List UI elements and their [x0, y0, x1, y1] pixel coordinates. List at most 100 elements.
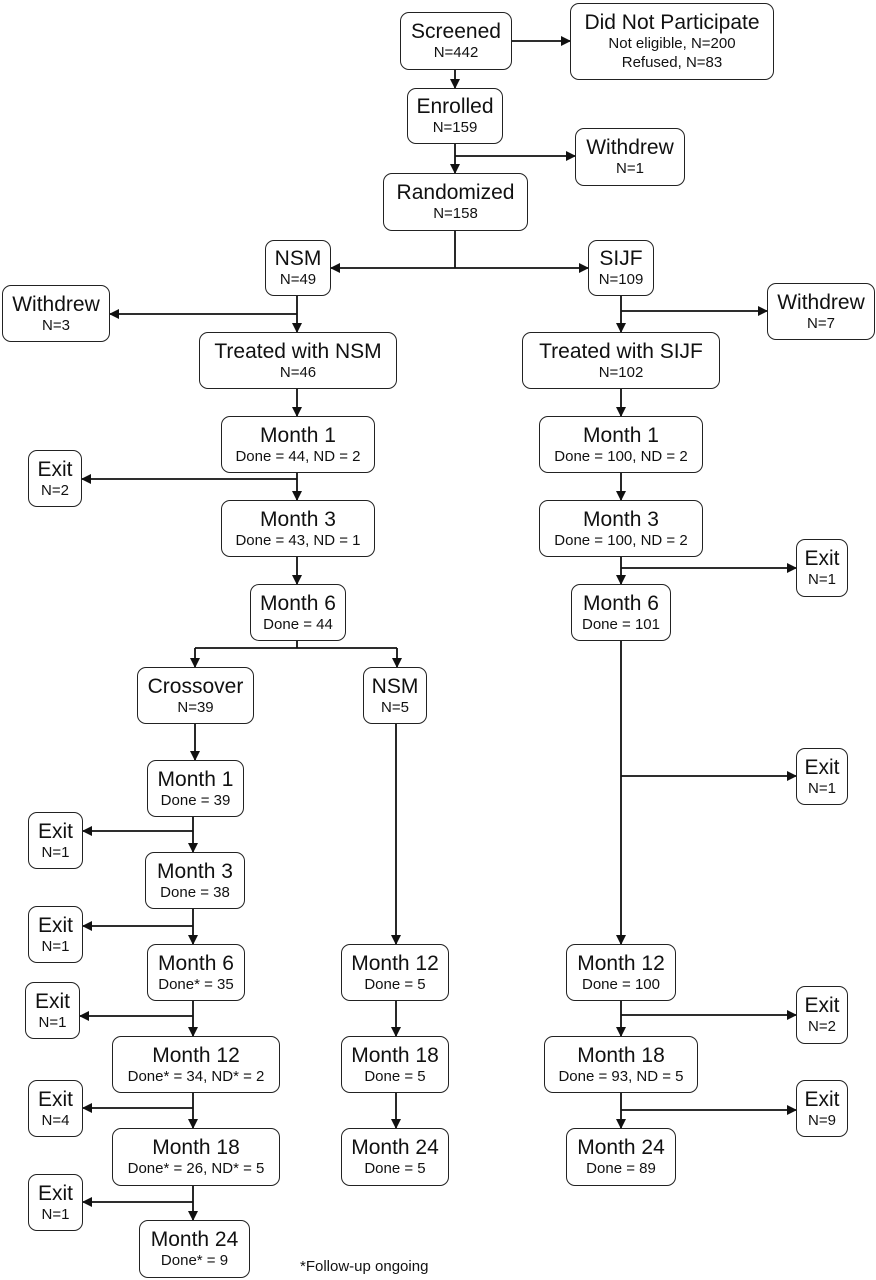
withdrew-3-box: Withdrew N=3 [2, 285, 110, 342]
box-count: N=1 [41, 1205, 70, 1223]
exit-sijf-month-6-box: Exit N=1 [796, 748, 848, 805]
box-title: Randomized [396, 181, 515, 204]
sijf-month-6-box: Month 6 Done = 101 [571, 584, 671, 641]
box-title: Month 1 [583, 423, 659, 447]
exit-crossover-month-18-box: Exit N=1 [28, 1174, 83, 1231]
footnote: *Follow-up ongoing [300, 1258, 429, 1275]
enrolled-box: Enrolled N=159 [407, 88, 503, 144]
box-count: Done = 39 [160, 791, 231, 809]
box-title: Month 1 [157, 767, 234, 791]
did-not-participate-box: Did Not Participate Not eligible, N=200 … [570, 3, 774, 80]
box-title: Month 1 [260, 423, 336, 447]
box-title: Month 6 [158, 951, 234, 975]
sijf-month-12-box: Month 12 Done = 100 [566, 944, 676, 1001]
box-count: Done = 100, ND = 2 [554, 447, 688, 465]
box-title: Month 24 [577, 1136, 665, 1159]
box-title: Exit [804, 547, 840, 570]
box-title: Exit [37, 819, 73, 843]
box-title: Crossover [147, 674, 244, 698]
box-title: Month 12 [152, 1043, 240, 1067]
box-title: Did Not Participate [584, 11, 760, 34]
crossover-box: Crossover N=39 [137, 667, 254, 724]
sijf-month-24-box: Month 24 Done = 89 [566, 1128, 676, 1186]
sijf-month-1-box: Month 1 Done = 100, ND = 2 [539, 416, 703, 473]
crossover-month-3-box: Month 3 Done = 38 [145, 852, 245, 909]
box-count: Done = 43, ND = 1 [235, 531, 361, 549]
box-count: N=442 [433, 44, 479, 61]
box-count: N=49 [279, 271, 317, 288]
nsm-month-6-box: Month 6 Done = 44 [250, 584, 346, 641]
box-count: Done = 5 [364, 975, 426, 993]
nsm-continued-box: NSM N=5 [363, 667, 427, 724]
box-count: N=1 [41, 937, 70, 955]
exit-sijf-month-12-box: Exit N=2 [796, 986, 848, 1044]
box-count: Done = 44, ND = 2 [235, 447, 361, 465]
box-count: N=109 [598, 271, 644, 288]
box-count: N=5 [381, 698, 409, 716]
box-count: N=102 [598, 363, 644, 381]
crossover-month-24-box: Month 24 Done* = 9 [139, 1220, 250, 1278]
box-count: Done = 93, ND = 5 [558, 1067, 684, 1085]
box-count: N=159 [432, 119, 478, 136]
crossover-month-1-box: Month 1 Done = 39 [147, 760, 244, 817]
box-title: Exit [37, 457, 73, 481]
box-title: NSM [371, 674, 419, 698]
box-title: Exit [804, 755, 840, 779]
box-count: Done* = 34, ND* = 2 [127, 1067, 265, 1085]
nsm-month-18-box: Month 18 Done = 5 [341, 1036, 449, 1093]
box-count: Done* = 35 [158, 975, 234, 993]
box-title: Withdrew [12, 292, 100, 316]
box-count: N=46 [279, 363, 317, 381]
box-title: Month 12 [351, 951, 439, 975]
box-count: N=2 [41, 481, 69, 499]
crossover-month-18-box: Month 18 Done* = 26, ND* = 5 [112, 1128, 280, 1186]
box-title: Month 24 [150, 1228, 239, 1251]
box-count: N=1 [41, 843, 70, 861]
box-count: Done = 5 [364, 1160, 426, 1177]
box-count: N=1 [808, 571, 836, 588]
box-title: Withdrew [777, 290, 865, 314]
sijf-month-3-box: Month 3 Done = 100, ND = 2 [539, 500, 703, 557]
exit-nsm-month-1-box: Exit N=2 [28, 450, 82, 507]
crossover-month-12-box: Month 12 Done* = 34, ND* = 2 [112, 1036, 280, 1093]
box-title: Exit [804, 1087, 840, 1111]
box-count: N=9 [808, 1111, 836, 1129]
box-title: Enrolled [416, 95, 494, 118]
box-title: Month 12 [577, 951, 665, 975]
exit-crossover-month-12-box: Exit N=4 [28, 1080, 83, 1137]
box-title: Screened [411, 20, 501, 43]
box-count: N=7 [807, 314, 835, 332]
box-title: Treated with SIJF [539, 339, 703, 363]
box-title: Withdrew [586, 136, 674, 159]
treated-nsm-box: Treated with NSM N=46 [199, 332, 397, 389]
box-title: Month 6 [583, 591, 659, 615]
box-title: SIJF [599, 247, 643, 270]
box-title: Exit [37, 1181, 73, 1205]
withdrew-1-box: Withdrew N=1 [575, 128, 685, 186]
nsm-month-1-box: Month 1 Done = 44, ND = 2 [221, 416, 375, 473]
sijf-month-18-box: Month 18 Done = 93, ND = 5 [544, 1036, 698, 1093]
exit-sijf-month-18-box: Exit N=9 [796, 1080, 848, 1137]
box-count: Done = 100, ND = 2 [554, 531, 688, 549]
box-title: Exit [804, 994, 840, 1017]
exit-crossover-month-1-box: Exit N=1 [28, 812, 83, 869]
sijf-arm-box: SIJF N=109 [588, 240, 654, 296]
box-title: Month 6 [260, 591, 336, 615]
box-title: Month 18 [351, 1043, 439, 1067]
box-count: N=1 [616, 160, 644, 177]
box-count: Done = 89 [586, 1160, 656, 1177]
exit-sijf-month-3-box: Exit N=1 [796, 539, 848, 597]
box-title: Month 3 [583, 507, 659, 531]
box-title: Exit [34, 989, 70, 1013]
nsm-month-24-box: Month 24 Done = 5 [341, 1128, 449, 1186]
nsm-arm-box: NSM N=49 [265, 240, 331, 296]
box-title: Month 3 [157, 859, 233, 883]
box-count: Done = 5 [364, 1067, 426, 1085]
box-count: Done* = 9 [160, 1252, 229, 1269]
box-count: Done* = 26, ND* = 5 [127, 1160, 265, 1177]
box-count: N=4 [41, 1111, 70, 1129]
box-count: N=39 [177, 698, 214, 716]
box-count: Done = 100 [582, 975, 660, 993]
box-count: N=1 [38, 1013, 67, 1031]
